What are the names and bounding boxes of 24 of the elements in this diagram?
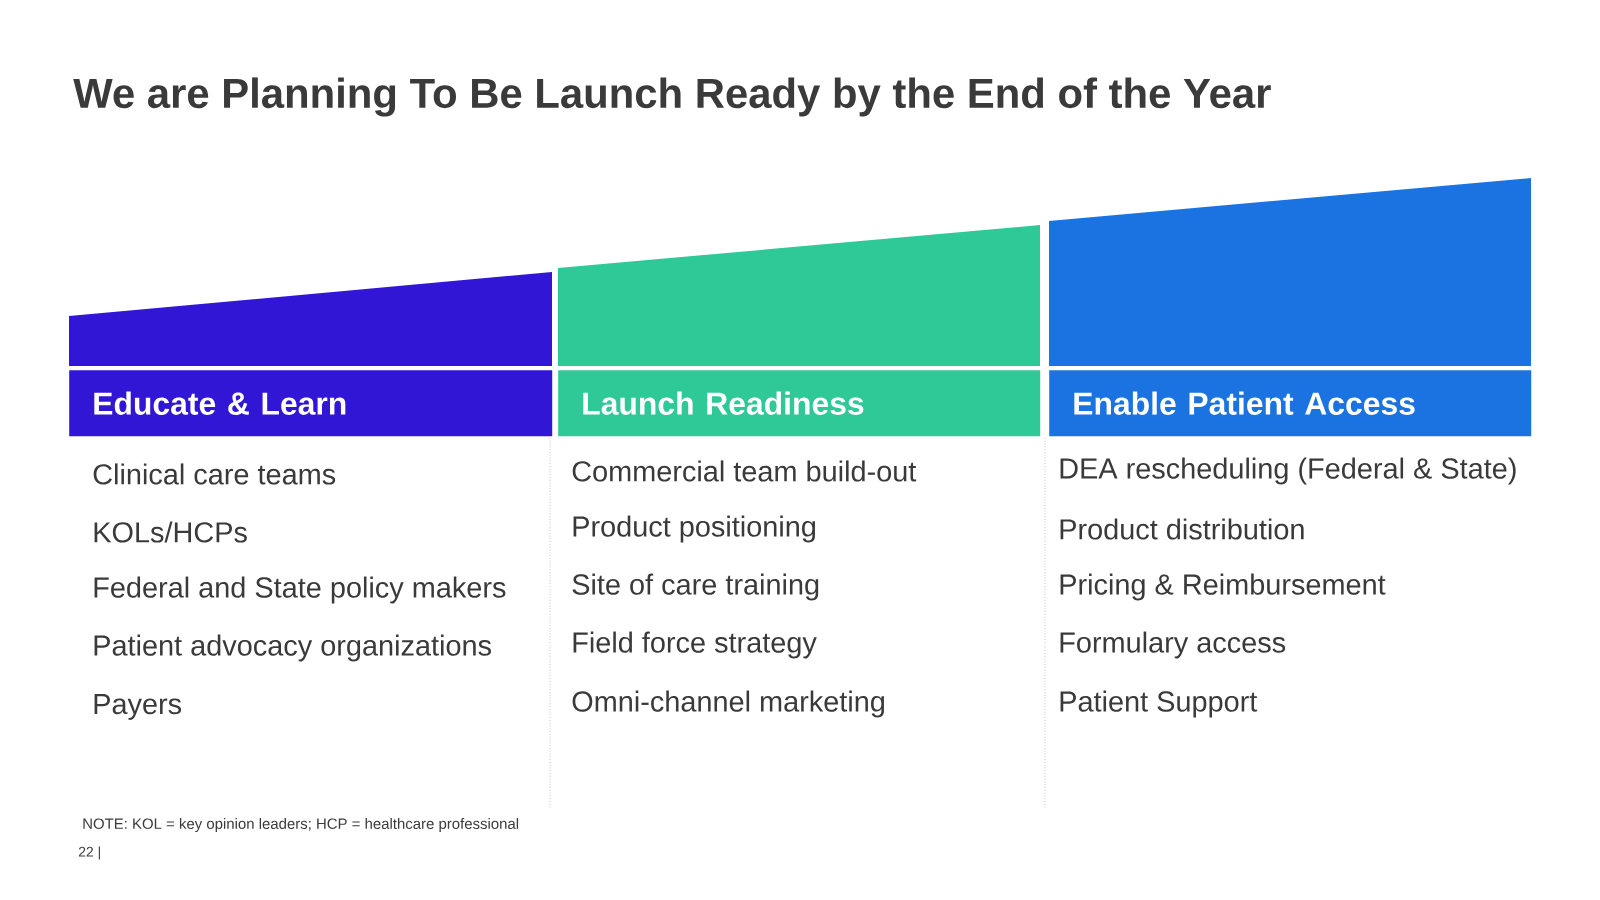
title: We are Planning To Be Launch Ready by the End of the Year <box>73 77 1271 117</box>
list-item: Site of care training <box>572 573 819 601</box>
list-item: Field force strategy <box>573 631 817 659</box>
list-item: Formulary access <box>1060 631 1286 659</box>
list-item: Patient advocacy organizations <box>94 634 491 662</box>
list-item: KOLs/HCPs <box>94 521 247 543</box>
ramp-shape <box>558 225 1040 366</box>
ramp-shape <box>69 272 552 366</box>
header-band: Enable Patient Access <box>1049 370 1532 437</box>
page-number: 22 | <box>78 846 100 860</box>
list-item: Payers <box>94 694 182 720</box>
list-item: Product distribution <box>1060 518 1304 540</box>
list-item: Product positioning <box>573 515 815 543</box>
list-item: Clinical care teams <box>93 463 336 485</box>
header-band: Launch Readiness <box>558 370 1041 437</box>
list-item: Commercial team build-out <box>572 460 917 482</box>
ramp-shape <box>1049 178 1531 366</box>
footnote: NOTE: KOL = key opinion leaders; HCP = healthcare professional <box>83 818 519 832</box>
list-item: Pricing & Reimbursement <box>1060 573 1386 601</box>
list-item: Patient Support <box>1060 690 1258 718</box>
list-item: Omni-channel marketing <box>572 690 884 718</box>
header-band: Educate & Learn <box>69 370 553 437</box>
list-item: Federal and State policy makers <box>94 576 506 604</box>
list-item: DEA rescheduling (Federal & State) <box>1060 457 1516 485</box>
